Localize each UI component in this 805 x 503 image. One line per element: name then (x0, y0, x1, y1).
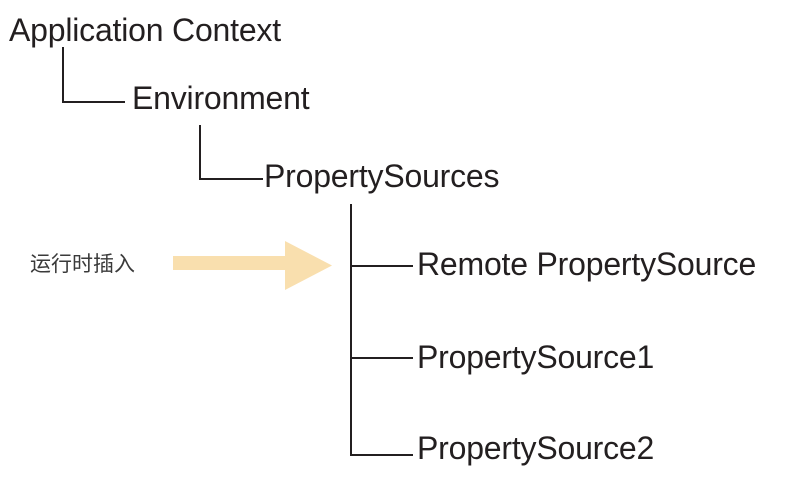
node-remote-propertysource: Remote PropertySource (417, 246, 757, 282)
connector-environment-to-propertysources (199, 125, 263, 180)
node-propertysource1: PropertySource1 (417, 339, 655, 375)
node-application-context: Application Context (9, 12, 281, 48)
node-propertysource2: PropertySource2 (417, 430, 655, 466)
connector-application-context-to-environment (62, 47, 125, 103)
node-propertysources: PropertySources (264, 158, 500, 194)
connector-propertysources-trunk (350, 204, 413, 456)
runtime-insert-arrow-icon (173, 241, 332, 290)
annotation-runtime-insert-label: 运行时插入 (30, 252, 135, 276)
node-environment: Environment (132, 80, 310, 116)
